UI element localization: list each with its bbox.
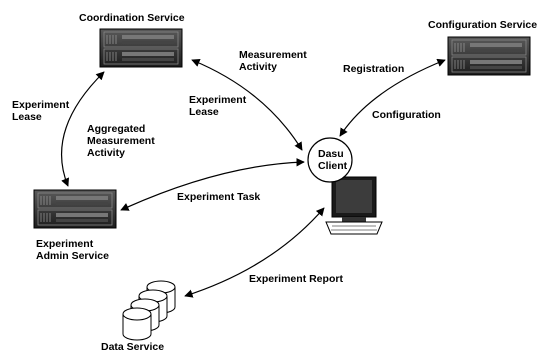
aggregated-line2: Measurement [87,135,155,147]
computer-icon [325,176,383,235]
database-icon [122,280,176,341]
experiment-lease-right-line1: Experiment [189,94,247,106]
edge-data-client [184,207,325,298]
coordination-service-label: Coordination Service [79,12,185,24]
measurement-activity-line1: Measurement [239,49,307,61]
experiment-admin-service-label: Experiment Admin Service [36,238,109,262]
aggregated-line3: Activity [87,147,125,159]
admin-label-line2: Admin Service [36,250,109,262]
experiment-lease-left-line2: Lease [12,111,42,123]
configuration-service-label: Configuration Service [428,19,538,31]
experiment-lease-left-line1: Experiment [12,99,70,111]
dasu-client-bubble [307,137,353,183]
edge-admin-client [120,158,305,211]
dasu-label-line2: Client [318,160,348,172]
edge-coordination-client [191,58,303,151]
configuration-server-icon [447,36,531,76]
experiment-lease-right-line2: Lease [189,106,219,118]
experiment-task-label: Experiment Task [177,191,261,203]
edge-configuration-client [339,58,446,137]
configuration-label: Configuration [372,109,441,121]
aggregated-line1: Aggregated [87,123,146,135]
data-service-label: Data Service [101,341,165,353]
edge-coordination-admin [61,71,105,187]
registration-label: Registration [343,63,405,75]
measurement-activity-line2: Activity [239,61,277,73]
admin-label-line1: Experiment [36,238,94,250]
experiment-admin-server-icon [33,189,117,229]
experiment-lease-left-label: Experiment Lease [12,99,69,123]
experiment-report-label: Experiment Report [249,273,343,285]
measurement-activity-label: Measurement Activity [239,49,307,73]
coordination-server-icon [99,28,183,68]
dasu-client-label: Dasu Client [318,148,347,172]
dasu-label-line1: Dasu [318,148,344,160]
experiment-lease-right-label: Experiment Lease [189,94,246,118]
aggregated-measurement-activity-label: Aggregated Measurement Activity [87,123,155,159]
